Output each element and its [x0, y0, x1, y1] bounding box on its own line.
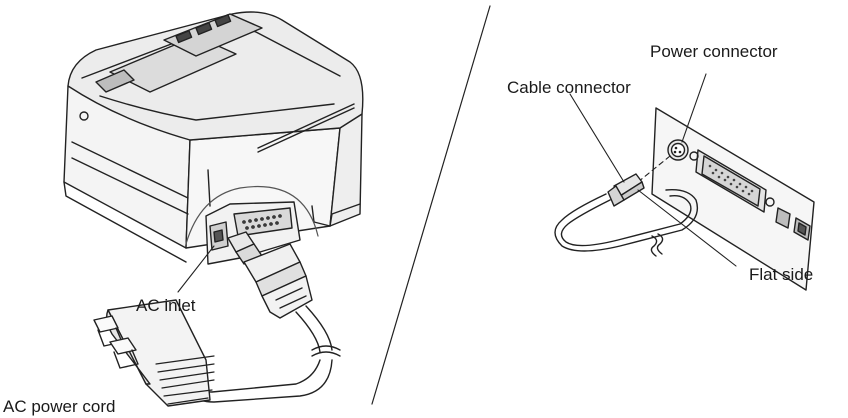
zoom-arc — [185, 186, 319, 245]
ac-power-cord-label: AC power cord — [3, 397, 116, 416]
cable-connector-label: Cable connector — [507, 78, 631, 97]
printer — [63, 11, 364, 263]
divider-line — [371, 5, 491, 405]
ac-inlet-label: AC inlet — [136, 296, 196, 315]
rear-panel — [651, 107, 815, 291]
printer-rear-panel — [205, 201, 301, 265]
power-connector-leader — [681, 73, 707, 143]
cable-connector — [554, 173, 699, 257]
ac-inlet-leader — [177, 245, 215, 293]
alignment-dashes — [637, 155, 671, 183]
power-connector-label: Power connector — [650, 42, 778, 61]
flat-side-label: Flat side — [749, 265, 814, 284]
ac-power-cord — [93, 231, 341, 407]
cable-connector-leader — [569, 93, 625, 183]
flat-side-leader — [637, 189, 737, 267]
